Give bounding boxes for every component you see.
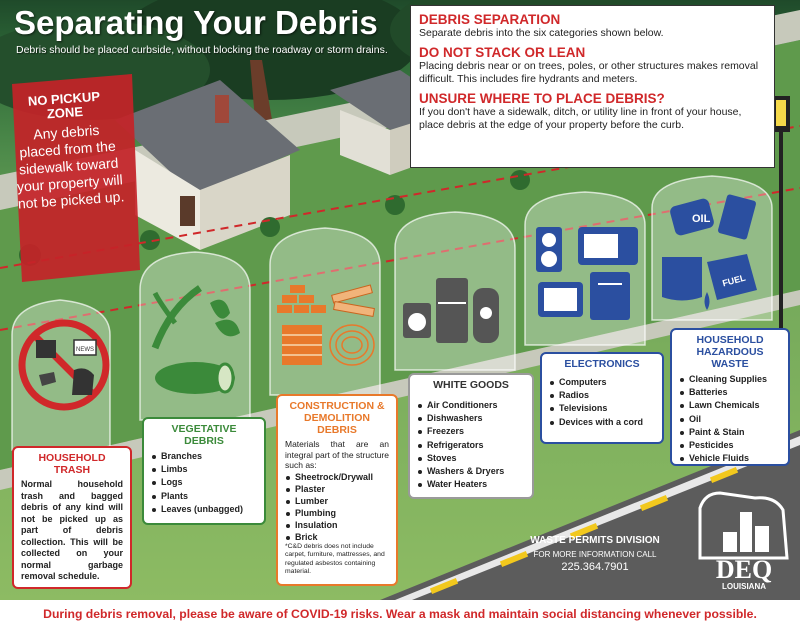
vegetative-box: VEGETATIVE DEBRIS Branches Limbs Logs Pl… (142, 417, 266, 525)
list-item: Stoves (417, 452, 525, 465)
hazardous-icon: OIL FUEL (662, 194, 757, 310)
no-pickup-body: Any debris placed from the sidewalk towa… (16, 121, 125, 212)
hazardous-box: HOUSEHOLD HAZARDOUS WASTE Cleaning Suppl… (670, 328, 790, 466)
list-item: Plants (151, 490, 257, 503)
contact-info: WASTE PERMITS DIVISION FOR MORE INFORMAT… (520, 535, 670, 573)
page-subtitle: Debris should be placed curbside, withou… (16, 44, 388, 56)
deq-logo: DEQ LOUISIANA (698, 491, 789, 591)
list-item: Plumbing (285, 507, 389, 519)
list-item: Freezers (417, 425, 525, 438)
list-item: Sheetrock/Drywall (285, 471, 389, 483)
list-item: Limbs (151, 463, 257, 476)
page-title: Separating Your Debris (14, 4, 378, 41)
hazardous-title-2: HAZARDOUS WASTE (696, 346, 764, 370)
more-info-label: FOR MORE INFORMATION CALL (533, 550, 657, 559)
vegetative-icon (151, 285, 240, 394)
separation-text: Separate debris into the six categories … (419, 27, 664, 39)
construction-note: *C&D debris does not include carpet, fur… (285, 542, 385, 576)
household-trash-box: HOUSEHOLD TRASH Normal household trash a… (12, 446, 132, 589)
list-item: Brick (285, 531, 389, 543)
construction-title: CONSTRUCTION & DEMOLITION DEBRIS (289, 400, 385, 436)
list-item: Cleaning Supplies (679, 373, 781, 386)
stack-text: Placing debris near or on trees, poles, … (419, 60, 759, 85)
list-item: Oil (679, 413, 781, 426)
hazardous-title-1: HOUSEHOLD (696, 334, 764, 346)
list-item: Branches (151, 450, 257, 463)
covid-notice: During debris removal, please be aware o… (0, 600, 800, 628)
unsure-heading: UNSURE WHERE TO PLACE DEBRIS? (419, 91, 665, 106)
list-item: Plaster (285, 483, 389, 495)
no-pickup-zone: NO PICKUP ZONE Any debris placed from th… (10, 88, 131, 281)
list-item: Computers (549, 376, 655, 389)
electronics-title: ELECTRONICS (564, 358, 640, 370)
list-item: Refrigerators (417, 439, 525, 452)
trash-prohibited-icon: NEWS (18, 319, 110, 411)
list-item: Radios (549, 389, 655, 402)
list-item: Logs (151, 476, 257, 489)
list-item: Batteries (679, 386, 781, 399)
list-item: Air Conditioners (417, 399, 525, 412)
list-item: Lawn Chemicals (679, 399, 781, 412)
vegetative-title: VEGETATIVE DEBRIS (171, 423, 237, 447)
white-goods-box: WHITE GOODS Air Conditioners Dishwashers… (408, 373, 534, 499)
list-item: Vehicle Fluids (679, 452, 781, 465)
list-item: Televisions (549, 402, 655, 415)
list-item: Devices with a cord (549, 416, 655, 429)
stack-heading: DO NOT STACK OR LEAN (419, 45, 586, 60)
phone-number[interactable]: 225.364.7901 (561, 561, 629, 573)
list-item: Leaves (unbagged) (151, 503, 257, 516)
logo-name: DEQ (716, 555, 772, 584)
unsure-text: If you don't have a sidewalk, ditch, or … (419, 106, 742, 131)
household-trash-title: HOUSEHOLD TRASH (38, 452, 106, 476)
white-goods-icon (403, 278, 499, 343)
list-item: Pesticides (679, 439, 781, 452)
division-name: WASTE PERMITS DIVISION (530, 535, 660, 546)
electronics-box: ELECTRONICS Computers Radios Televisions… (540, 352, 664, 444)
logo-state: LOUISIANA (722, 582, 766, 591)
list-item: Paint & Stain (679, 426, 781, 439)
debris-info-box: DEBRIS SEPARATION Separate debris into t… (410, 5, 775, 168)
oil-label: OIL (692, 213, 711, 225)
construction-icon (277, 284, 375, 366)
white-goods-title: WHITE GOODS (433, 379, 509, 391)
construction-intro: Materials that are an integral part of t… (285, 439, 389, 470)
construction-box: CONSTRUCTION & DEMOLITION DEBRIS Materia… (276, 394, 398, 586)
separation-heading: DEBRIS SEPARATION (419, 12, 561, 27)
household-trash-body: Normal household trash and bagged debris… (21, 479, 123, 581)
list-item: Lumber (285, 495, 389, 507)
news-label: NEWS (76, 347, 94, 353)
list-item: Dishwashers (417, 412, 525, 425)
list-item: Water Heaters (417, 478, 525, 491)
list-item: Washers & Dryers (417, 465, 525, 478)
list-item: Insulation (285, 519, 389, 531)
electronics-icon (536, 227, 638, 320)
